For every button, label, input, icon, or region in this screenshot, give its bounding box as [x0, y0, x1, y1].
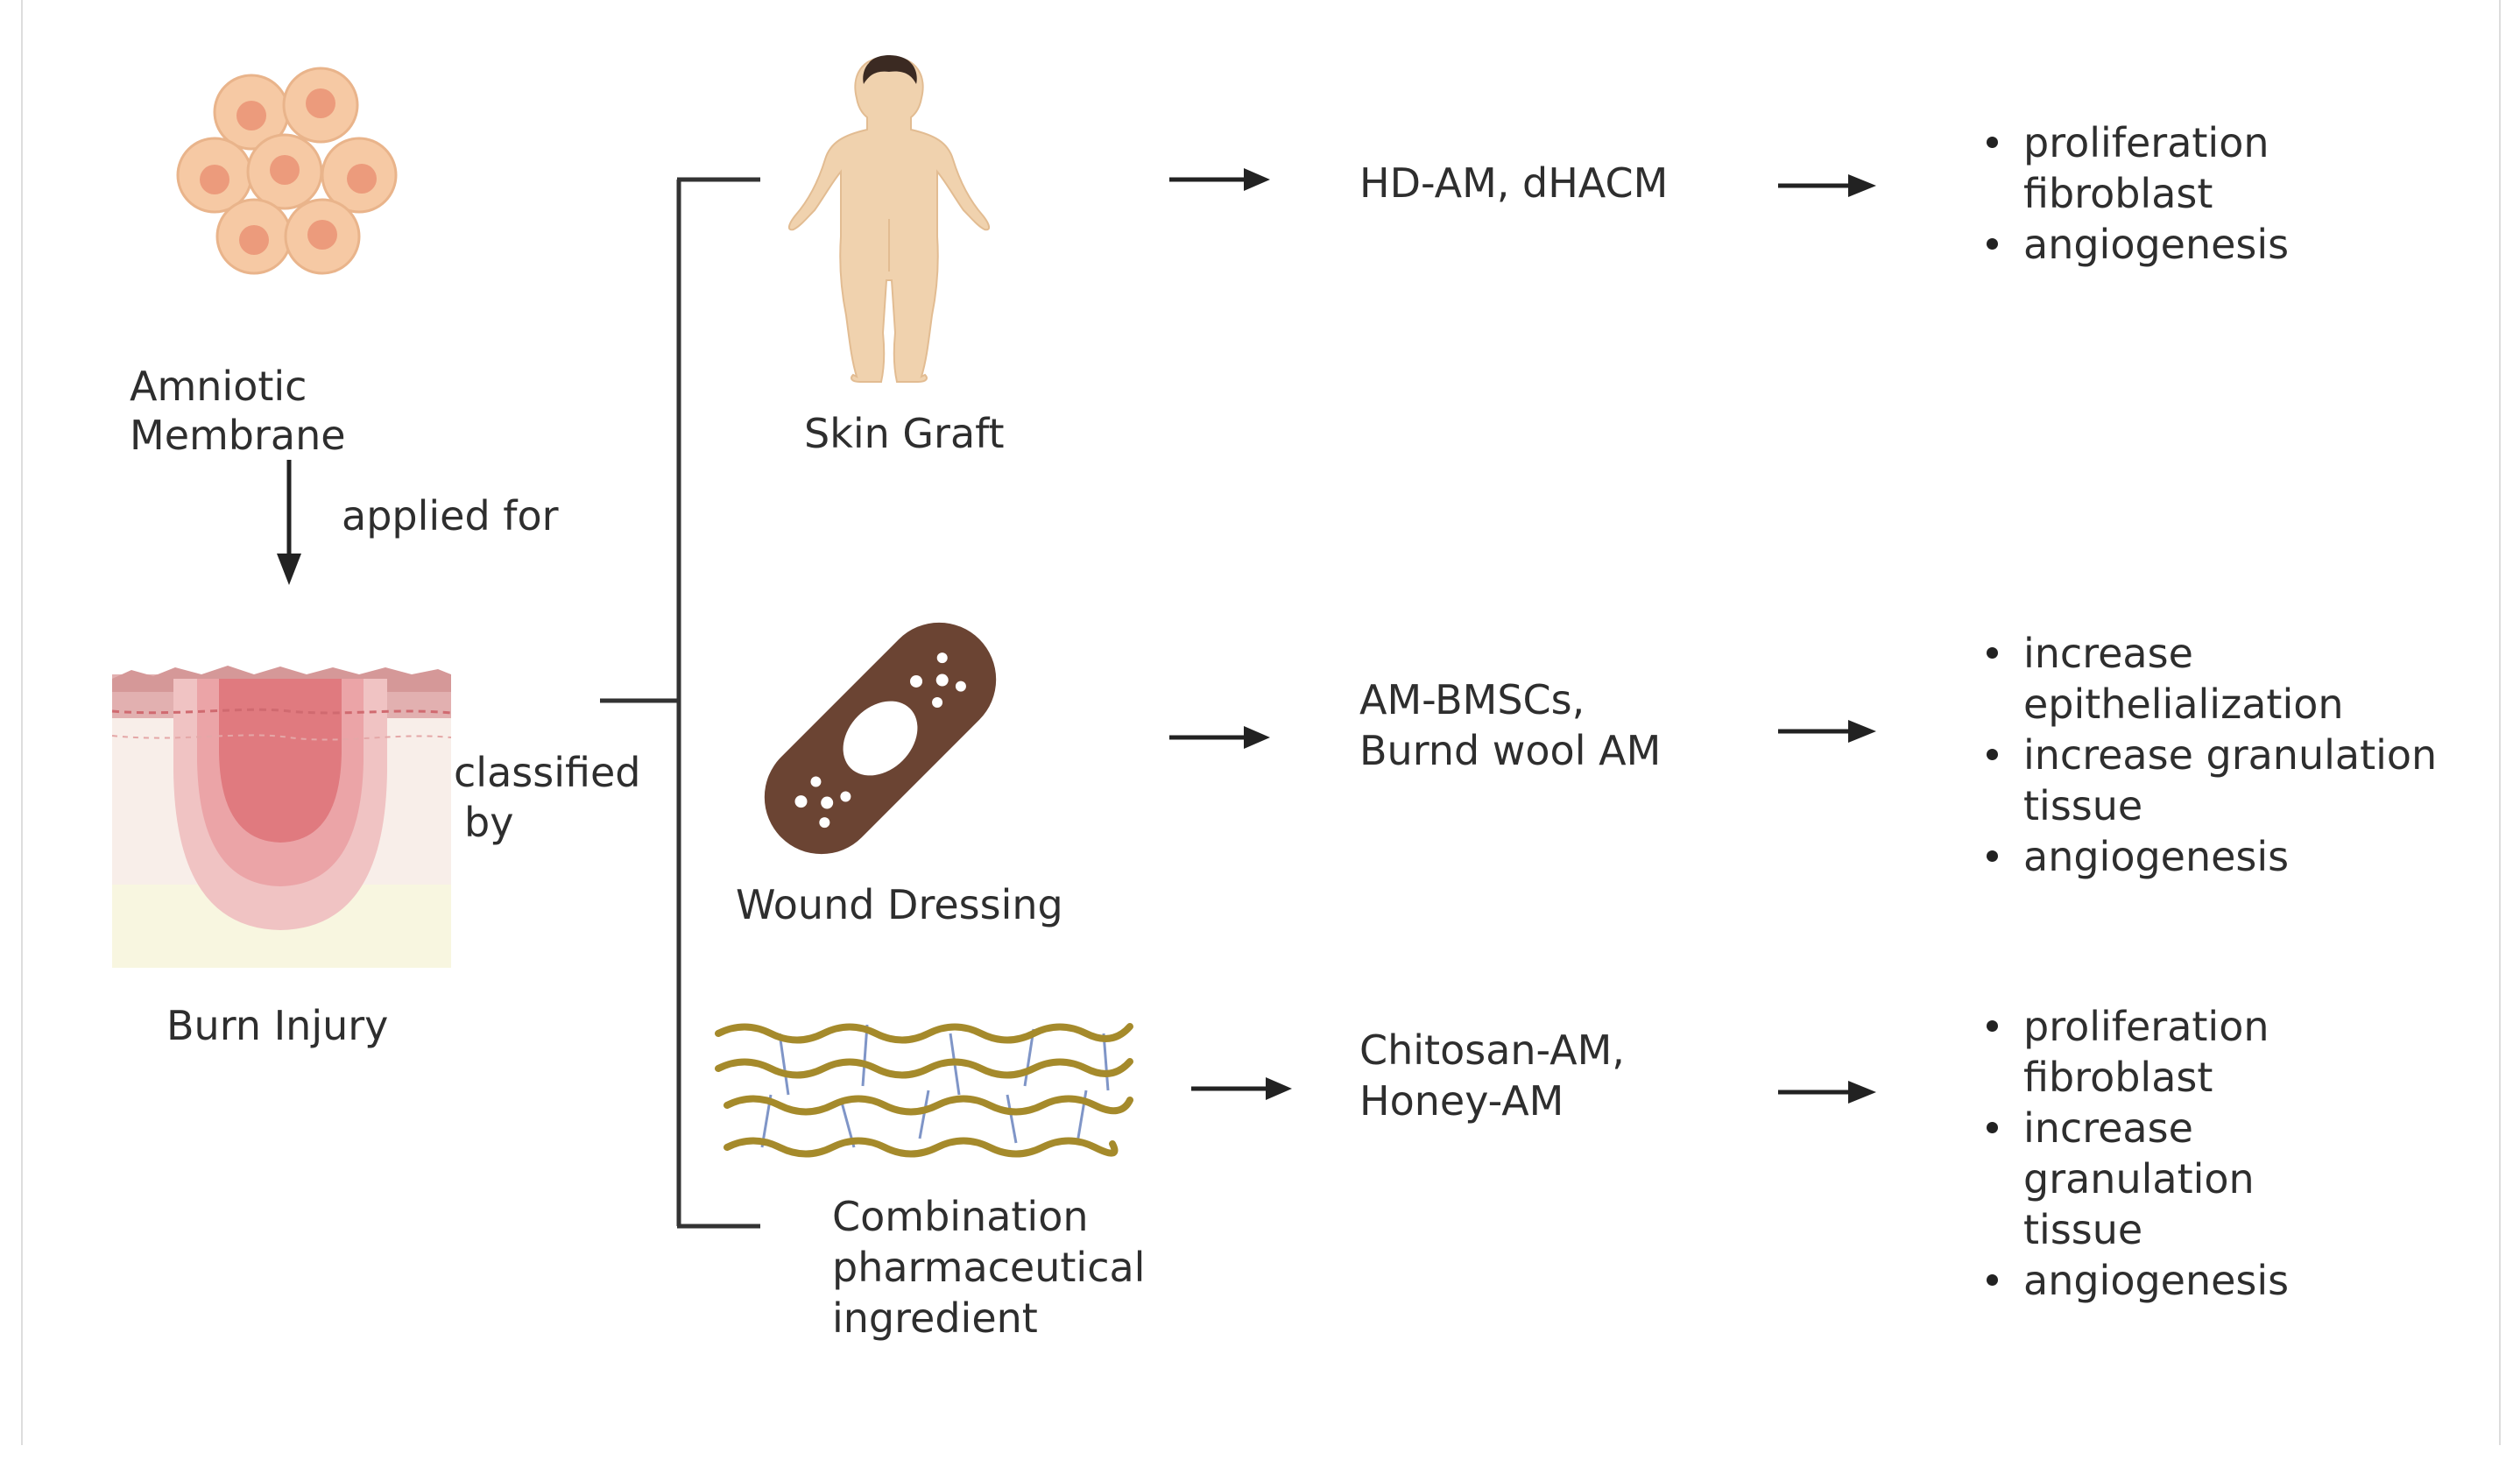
category-label-combination-line2: pharmaceutical — [832, 1244, 1146, 1291]
effect-item: angiogenesis — [1980, 831, 2437, 882]
arrow-row1-b — [1778, 174, 1876, 197]
effect-text: increase granulation — [2023, 731, 2438, 779]
bullet-dot-icon — [1987, 1274, 1998, 1286]
arrow-row3-a — [1191, 1077, 1292, 1100]
fiber-mesh-icon — [715, 1023, 1133, 1158]
bullet-dot-icon — [1987, 1020, 1998, 1032]
effect-text: proliferation — [2023, 119, 2269, 166]
classification-bracket — [600, 177, 760, 1229]
bullet-dot-icon — [1987, 1122, 1998, 1133]
product-label-row2-line1: AM-BMSCs, — [1359, 676, 1585, 723]
product-label-row3-line1: Chitosan-AM, — [1359, 1026, 1625, 1074]
applied-for-label: applied for — [342, 492, 559, 540]
applied-for-arrow — [277, 460, 301, 585]
effect-item: angiogenesis — [1980, 1255, 2289, 1306]
right-border — [2499, 0, 2501, 1445]
cell-cluster-icon — [176, 67, 398, 275]
amniotic-membrane-label-line2: Membrane — [130, 412, 346, 459]
effect-text: angiogenesis — [2023, 221, 2290, 268]
product-label-row3-line2: Honey-AM — [1359, 1077, 1564, 1125]
product-label-row1: HD-AM, dHACM — [1359, 159, 1669, 207]
category-label-combination-line3: ingredient — [832, 1294, 1038, 1342]
product-label-row2-line2: Burnd wool AM — [1359, 727, 1662, 774]
effect-text: epithelialization — [2023, 681, 2344, 728]
bullet-dot-icon — [1987, 749, 1998, 760]
bullet-dot-icon — [1987, 647, 1998, 659]
effect-text: tissue — [2023, 1206, 2143, 1253]
classified-by-label-line2: by — [464, 799, 514, 846]
skin-burn-icon — [111, 666, 452, 968]
arrow-row3-b — [1778, 1081, 1876, 1104]
bullet-dot-icon — [1987, 850, 1998, 862]
effect-text: angiogenesis — [2023, 1257, 2290, 1304]
category-label-combination-line1: Combination — [832, 1193, 1089, 1240]
bullet-dot-icon — [1987, 238, 1998, 250]
amniotic-membrane-label-line1: Amniotic — [130, 363, 307, 410]
burn-injury-label: Burn Injury — [166, 1002, 389, 1049]
effect-text: fibroblast — [2023, 1054, 2213, 1101]
category-label-wound-dressing: Wound Dressing — [736, 881, 1063, 928]
effect-text: granulation — [2023, 1155, 2255, 1203]
effect-text: proliferation — [2023, 1003, 2269, 1050]
effect-text: increase — [2023, 1104, 2193, 1152]
effect-item: angiogenesis — [1980, 219, 2289, 270]
effect-text: fibroblast — [2023, 170, 2213, 217]
effect-text: tissue — [2023, 782, 2143, 829]
category-label-skin-graft: Skin Graft — [804, 410, 1005, 457]
arrow-row2-a — [1169, 726, 1270, 749]
left-border — [21, 0, 23, 1445]
effect-text: increase — [2023, 630, 2193, 677]
bandage-icon — [764, 622, 997, 855]
classified-by-label-line1: classified — [454, 749, 641, 796]
arrow-row1-a — [1169, 168, 1270, 191]
arrow-row2-b — [1778, 720, 1876, 743]
effect-text: angiogenesis — [2023, 833, 2290, 880]
human-body-icon — [788, 55, 990, 383]
bullet-dot-icon — [1987, 137, 1998, 148]
